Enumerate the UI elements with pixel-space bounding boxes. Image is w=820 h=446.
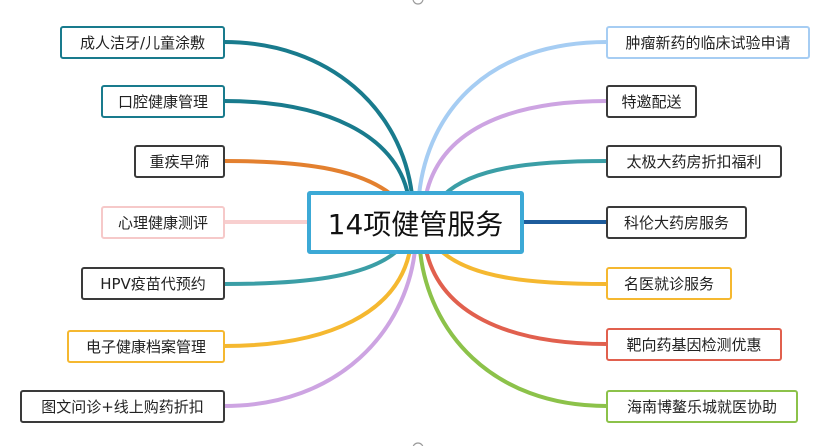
branch-line-disease-screening xyxy=(222,159,394,197)
central-topic-label: 14项健管服务 xyxy=(327,207,504,241)
topic-mental-assessment: 心理健康测评 xyxy=(101,206,225,239)
partial-node-marker-top xyxy=(412,0,424,5)
topic-online-consultation: 图文问诊+线上购药折扣 xyxy=(20,390,225,423)
branch-line-online-consultation xyxy=(222,248,417,408)
central-topic: 14项健管服务 xyxy=(307,191,524,254)
branch-line-special-delivery xyxy=(424,99,609,197)
topic-label: 太极大药房折扣福利 xyxy=(626,153,762,171)
topic-boao-medical: 海南博鳌乐城就医协助 xyxy=(606,390,798,423)
topic-special-delivery: 特邀配送 xyxy=(606,85,697,118)
topic-label: 肿瘤新药的临床试验申请 xyxy=(625,34,791,52)
topic-label: 重疾早筛 xyxy=(149,153,210,171)
topic-label: 名医就诊服务 xyxy=(623,275,714,293)
topic-hpv-vaccine: HPV疫苗代预约 xyxy=(81,267,225,300)
topic-teeth-cleaning: 成人洁牙/儿童涂敷 xyxy=(60,26,225,59)
topic-disease-screening: 重疾早筛 xyxy=(134,145,225,178)
branch-line-hpv-vaccine xyxy=(222,248,400,286)
topic-label: 图文问诊+线上购药折扣 xyxy=(41,398,204,416)
topic-label: 电子健康档案管理 xyxy=(85,338,206,356)
partial-node-marker-bottom xyxy=(412,442,424,446)
topic-label: 靶向药基因检测优惠 xyxy=(626,336,762,354)
topic-kelun-pharmacy: 科伦大药房服务 xyxy=(606,206,747,239)
branch-line-gene-testing xyxy=(424,248,609,346)
branch-line-teeth-cleaning xyxy=(222,40,414,197)
branch-line-expert-doctor xyxy=(438,248,609,286)
topic-label: 海南博鳌乐城就医协助 xyxy=(626,398,777,416)
branch-line-boao-medical xyxy=(418,248,609,408)
branch-line-taiji-pharmacy xyxy=(442,159,609,197)
topic-tumor-drug-trial: 肿瘤新药的临床试验申请 xyxy=(606,26,810,59)
topic-taiji-pharmacy: 太极大药房折扣福利 xyxy=(606,145,782,178)
topic-label: 科伦大药房服务 xyxy=(623,214,729,232)
topic-label: 成人洁牙/儿童涂敷 xyxy=(79,34,206,52)
topic-gene-testing: 靶向药基因检测优惠 xyxy=(606,328,782,361)
topic-label: HPV疫苗代预约 xyxy=(100,275,206,293)
topic-label: 心理健康测评 xyxy=(117,214,208,232)
topic-label: 口腔健康管理 xyxy=(117,93,208,111)
branch-line-oral-health xyxy=(222,99,410,197)
topic-expert-doctor: 名医就诊服务 xyxy=(606,267,732,300)
branch-line-health-records xyxy=(222,248,412,348)
topic-oral-health: 口腔健康管理 xyxy=(101,85,225,118)
topic-health-records: 电子健康档案管理 xyxy=(67,330,225,363)
branch-line-tumor-drug-trial xyxy=(417,40,609,197)
topic-label: 特邀配送 xyxy=(621,93,682,111)
